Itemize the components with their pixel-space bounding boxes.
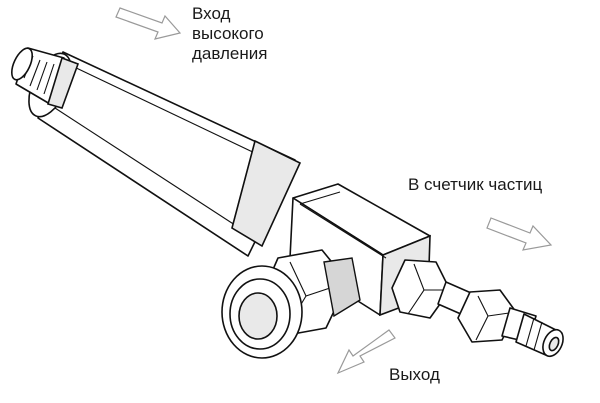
counter-flow-arrow xyxy=(486,217,553,251)
outlet-port xyxy=(221,265,303,359)
housing-block xyxy=(289,183,431,317)
inlet-flow-arrow xyxy=(115,7,182,40)
counter-tube-nut xyxy=(457,289,517,343)
inlet-label-line-3: давления xyxy=(192,44,268,63)
outlet-label: Выход xyxy=(389,365,440,384)
inlet-label: Вход высокого давления xyxy=(192,4,267,64)
outlet-flow-arrow xyxy=(336,329,396,375)
inlet-fitting xyxy=(10,47,80,109)
counter-label: В счетчик частиц xyxy=(408,175,543,194)
counter-quick-connector xyxy=(501,307,564,358)
inlet-label-line-1: Вход xyxy=(192,4,231,23)
inlet-label-line-2: высокого xyxy=(192,24,264,43)
